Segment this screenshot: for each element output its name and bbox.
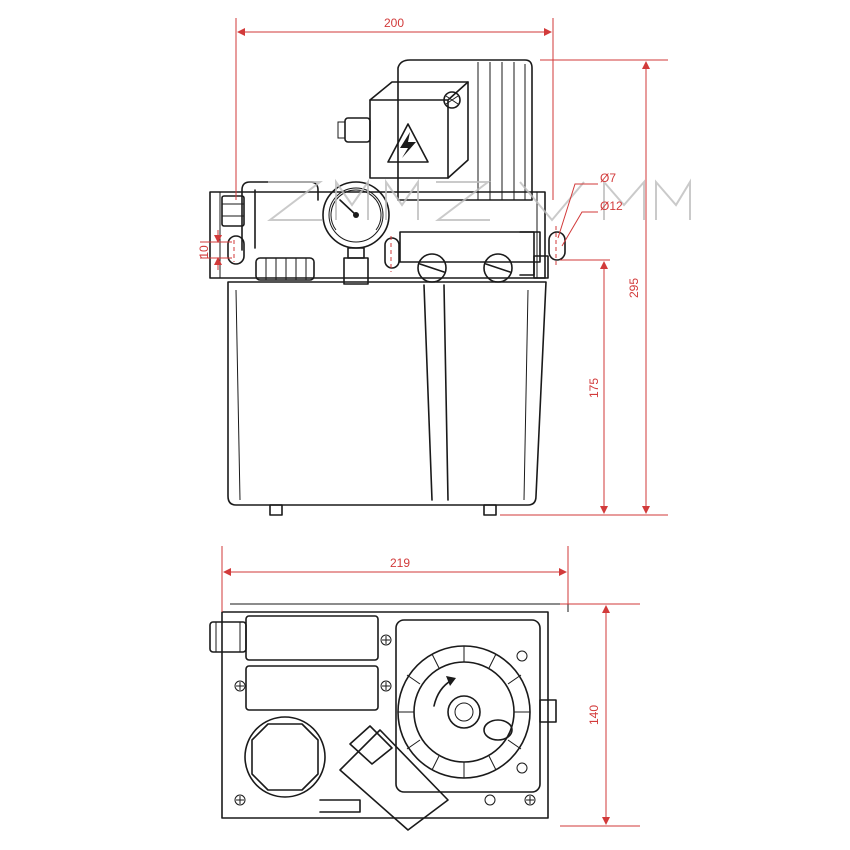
svg-text:Ø7: Ø7 bbox=[600, 171, 616, 185]
mount-slot-left bbox=[227, 235, 245, 265]
dimension-width-top: 200 bbox=[235, 16, 554, 200]
fill-cap bbox=[255, 257, 315, 281]
dimension-mount-offset: 10 bbox=[197, 226, 557, 272]
svg-text:140: 140 bbox=[587, 705, 601, 725]
bottom-view bbox=[209, 603, 569, 831]
svg-text:10: 10 bbox=[197, 245, 211, 259]
svg-text:295: 295 bbox=[627, 278, 641, 298]
svg-text:219: 219 bbox=[390, 556, 410, 570]
dimension-holes: Ø7 Ø12 bbox=[557, 171, 623, 247]
dimension-tank-height: 175 bbox=[560, 259, 610, 514]
fill-cap-bottom bbox=[244, 716, 326, 798]
front-view bbox=[209, 59, 566, 516]
gear-icon bbox=[397, 645, 531, 779]
svg-text:200: 200 bbox=[384, 16, 404, 30]
dimension-height-total: 295 bbox=[500, 59, 668, 516]
dimension-depth-base: 140 bbox=[560, 603, 640, 827]
pressure-gauge-icon bbox=[322, 181, 390, 285]
lightning-bolt-icon bbox=[387, 123, 429, 163]
svg-text:175: 175 bbox=[587, 378, 601, 398]
oil-tank bbox=[227, 281, 547, 516]
mount-slot-right bbox=[548, 231, 566, 261]
corner-screws bbox=[234, 634, 536, 806]
dimension-width-base: 219 bbox=[221, 546, 569, 612]
solenoid-coil bbox=[319, 725, 449, 831]
arrow-icon bbox=[433, 676, 456, 707]
motor-housing bbox=[397, 59, 533, 201]
junction-box bbox=[337, 81, 469, 179]
svg-text:Ø12: Ø12 bbox=[600, 199, 623, 213]
